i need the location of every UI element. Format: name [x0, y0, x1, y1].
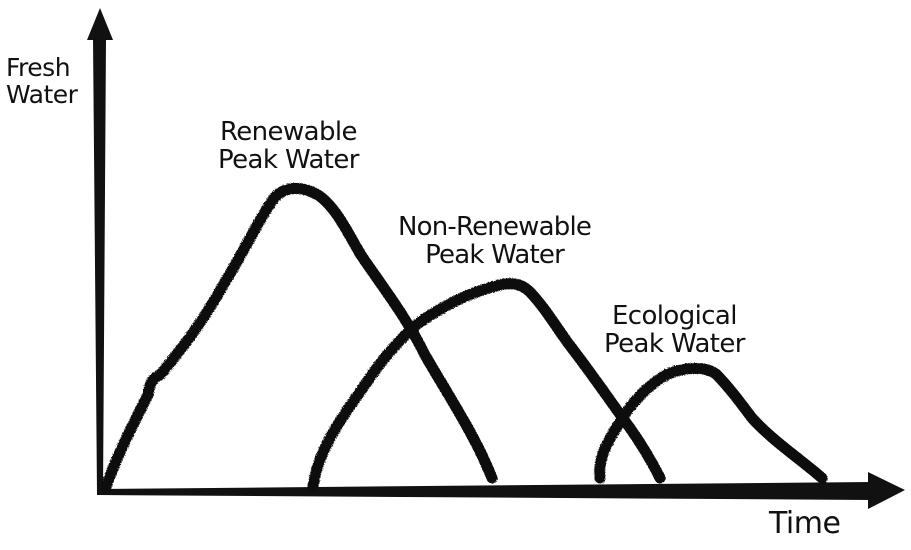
y-axis-label: Fresh Water	[6, 53, 78, 109]
renewable-label-line1: Renewable	[219, 117, 357, 147]
x-axis	[97, 482, 872, 500]
y-axis-arrowhead	[87, 8, 113, 40]
curve-renewable-peak-water	[100, 183, 498, 493]
nonrenewable-peak-water-label: Non-Renewable Peak Water	[398, 212, 592, 271]
nonrenewable-label-line2: Peak Water	[425, 240, 565, 271]
y-axis-label-line2: Water	[6, 80, 78, 109]
y-axis	[93, 38, 106, 493]
x-axis-label: Time	[769, 506, 841, 541]
x-axis-arrowhead	[868, 472, 905, 509]
renewable-label-line2: Peak Water	[218, 145, 359, 176]
renewable-peak-water-label: Renewable Peak Water	[218, 118, 359, 174]
curve-ecological-peak-water	[594, 362, 828, 484]
ecological-peak-water-label: Ecological Peak Water	[604, 302, 745, 358]
ecological-label-line2: Peak Water	[604, 329, 745, 360]
y-axis-label-line1: Fresh	[6, 53, 71, 82]
nonrenewable-label-line1: Non-Renewable	[398, 212, 592, 242]
ecological-label-line1: Ecological	[611, 301, 738, 331]
